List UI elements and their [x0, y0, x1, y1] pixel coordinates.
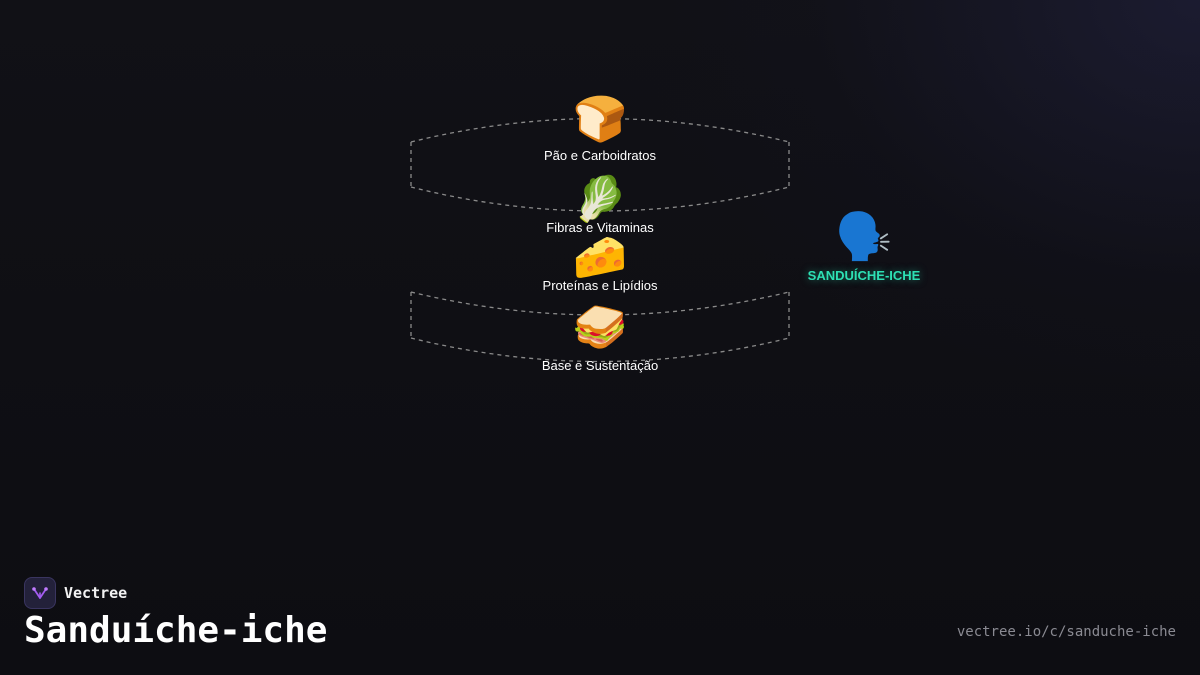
layer-bread: 🍞 Pão e Carboidratos	[490, 94, 710, 164]
cheese-icon: 🧀	[572, 233, 628, 282]
layer-cheese: 🧀 Proteínas e Lipídios	[490, 232, 710, 294]
layer-lettuce: 🥬 Fibras e Vitaminas	[490, 174, 710, 236]
bottom-ring-back	[410, 291, 790, 316]
layer-sandwich-label: Base e Sustentação	[541, 358, 659, 373]
sound-node: 🗣️ SANDUÍCHE-ICHE	[794, 208, 934, 283]
brand[interactable]: Vectree	[24, 577, 127, 609]
page-title: Sanduíche-iche	[24, 610, 328, 651]
layer-cheese-label: Proteínas e Lipídios	[542, 278, 658, 293]
layer-bread-label: Pão e Carboidratos	[543, 148, 656, 163]
bread-icon: 🍞	[572, 95, 628, 144]
top-ring-front	[410, 186, 790, 212]
page-url[interactable]: vectree.io/c/sanduche-iche	[956, 624, 1176, 640]
layer-lettuce-label: Fibras e Vitaminas	[546, 220, 654, 235]
speaking-head-icon: 🗣️	[835, 210, 893, 262]
sound-label: SANDUÍCHE-ICHE	[807, 268, 921, 283]
lettuce-icon: 🥬	[572, 175, 628, 224]
bottom-ring-front	[410, 337, 790, 363]
vectree-logo-icon	[24, 577, 56, 609]
sandwich-icon: 🥪	[572, 303, 628, 352]
layer-sandwich: 🥪 Base e Sustentação	[490, 302, 710, 374]
top-ring-back	[410, 117, 790, 143]
brand-name: Vectree	[64, 584, 128, 602]
